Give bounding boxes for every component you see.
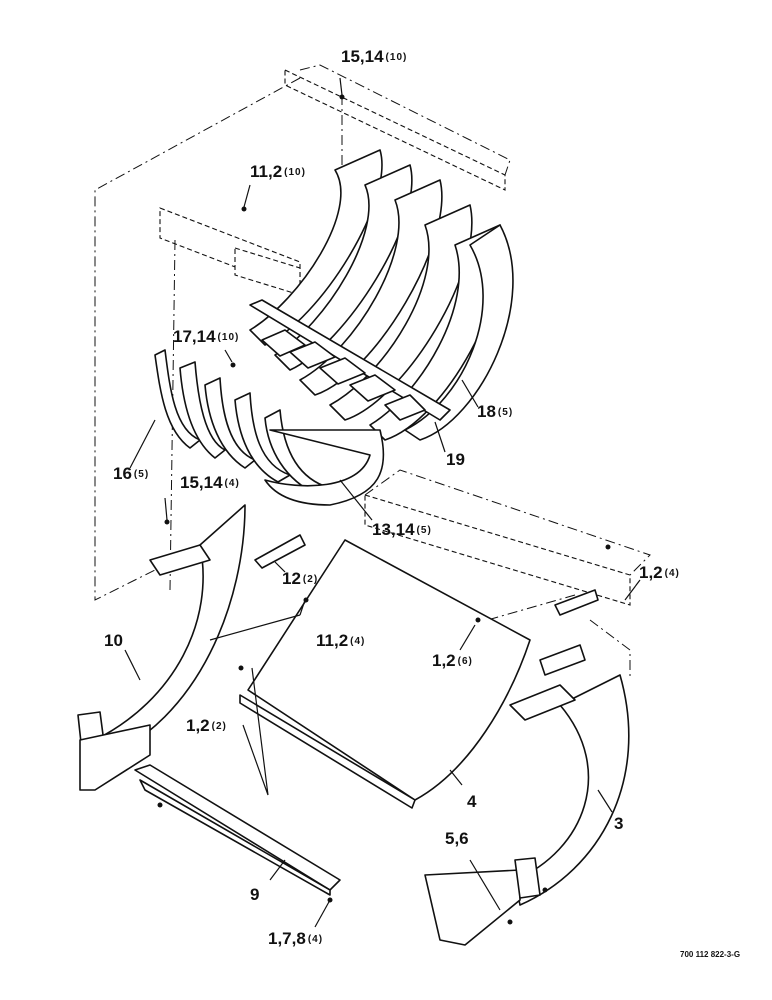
callout-4: 4 xyxy=(467,793,478,810)
callout-qty: (10) xyxy=(217,331,240,343)
center-panel-part xyxy=(239,539,531,809)
callout-qty: (2) xyxy=(302,573,319,585)
callout-text: 1,2 xyxy=(186,716,210,735)
callout-qty: (5) xyxy=(497,406,514,418)
callout-1-2-left: 1,2(2) xyxy=(186,717,227,734)
callout-19: 19 xyxy=(446,451,467,468)
phantom-line-right2 xyxy=(589,619,631,680)
callout-15-14-mid: 15,14(4) xyxy=(180,474,240,491)
callout-qty: (4) xyxy=(307,933,324,945)
left-mounting-block xyxy=(159,207,301,296)
mid-mounting-channel xyxy=(364,469,651,606)
callout-qty: (4) xyxy=(664,567,680,579)
callout-10: 10 xyxy=(104,632,125,649)
callout-5-6: 5,6 xyxy=(445,830,471,847)
upper-curved-straps xyxy=(249,149,514,441)
callout-3: 3 xyxy=(614,815,625,832)
callout-text: 15,14 xyxy=(341,47,384,66)
callout-qty: (6) xyxy=(457,655,473,667)
callout-15-14-top: 15,14(10) xyxy=(341,48,407,65)
phantom-line-left xyxy=(94,77,301,601)
bottom-channel-part xyxy=(134,764,341,896)
callout-text: 1,2 xyxy=(639,563,663,582)
callout-text: 13,14 xyxy=(372,520,415,539)
leader-lines xyxy=(124,77,641,928)
top-mounting-channel xyxy=(284,64,511,191)
bracket-part-1 xyxy=(554,589,599,616)
callout-qty: (5) xyxy=(133,468,150,480)
callout-text: 16 xyxy=(113,464,132,483)
callout-qty: (10) xyxy=(385,51,408,63)
callout-11-2-top: 11,2(10) xyxy=(250,163,306,180)
callout-qty: (10) xyxy=(284,166,306,178)
callout-qty: (2) xyxy=(211,720,227,732)
callout-1-2-right: 1,2(4) xyxy=(639,564,680,581)
phantom-line-right xyxy=(469,594,576,626)
callout-18: 18(5) xyxy=(477,403,513,420)
callout-qty: (4) xyxy=(224,477,240,489)
right-arch-part xyxy=(424,644,630,946)
crossbar-part xyxy=(249,299,451,421)
left-arch-part xyxy=(77,504,246,791)
callout-text: 9 xyxy=(250,885,260,904)
callout-text: 19 xyxy=(446,450,465,469)
callout-text: 1,2 xyxy=(432,651,456,670)
callout-text: 15,14 xyxy=(180,473,223,492)
bracket-part-12 xyxy=(254,534,306,569)
callout-text: 18 xyxy=(477,402,496,421)
callout-text: 12 xyxy=(282,569,301,588)
callout-qty: (5) xyxy=(416,524,432,536)
callout-11-2-mid: 11,2(4) xyxy=(316,632,365,649)
callout-text: 11,2 xyxy=(250,162,283,181)
callout-text: 5,6 xyxy=(445,829,469,848)
callout-17-14: 17,14(10) xyxy=(173,328,239,345)
callout-1-7-8: 1,7,8(4) xyxy=(268,930,323,947)
callout-text: 10 xyxy=(104,631,123,650)
callout-text: 17,14 xyxy=(173,327,216,346)
callout-9: 9 xyxy=(250,886,261,903)
drawing-number: 700 112 822-3-G xyxy=(680,950,741,959)
callout-text: 4 xyxy=(467,792,477,811)
callout-16: 16(5) xyxy=(113,465,149,482)
lower-curved-straps xyxy=(154,349,385,506)
callout-12: 12(2) xyxy=(282,570,318,587)
callout-1-2-center: 1,2(6) xyxy=(432,652,473,669)
callout-qty: (4) xyxy=(350,635,366,647)
callout-text: 1,7,8 xyxy=(268,929,306,948)
callout-13-14: 13,14(5) xyxy=(372,521,432,538)
callout-text: 3 xyxy=(614,814,624,833)
callout-text: 11,2 xyxy=(316,631,349,650)
